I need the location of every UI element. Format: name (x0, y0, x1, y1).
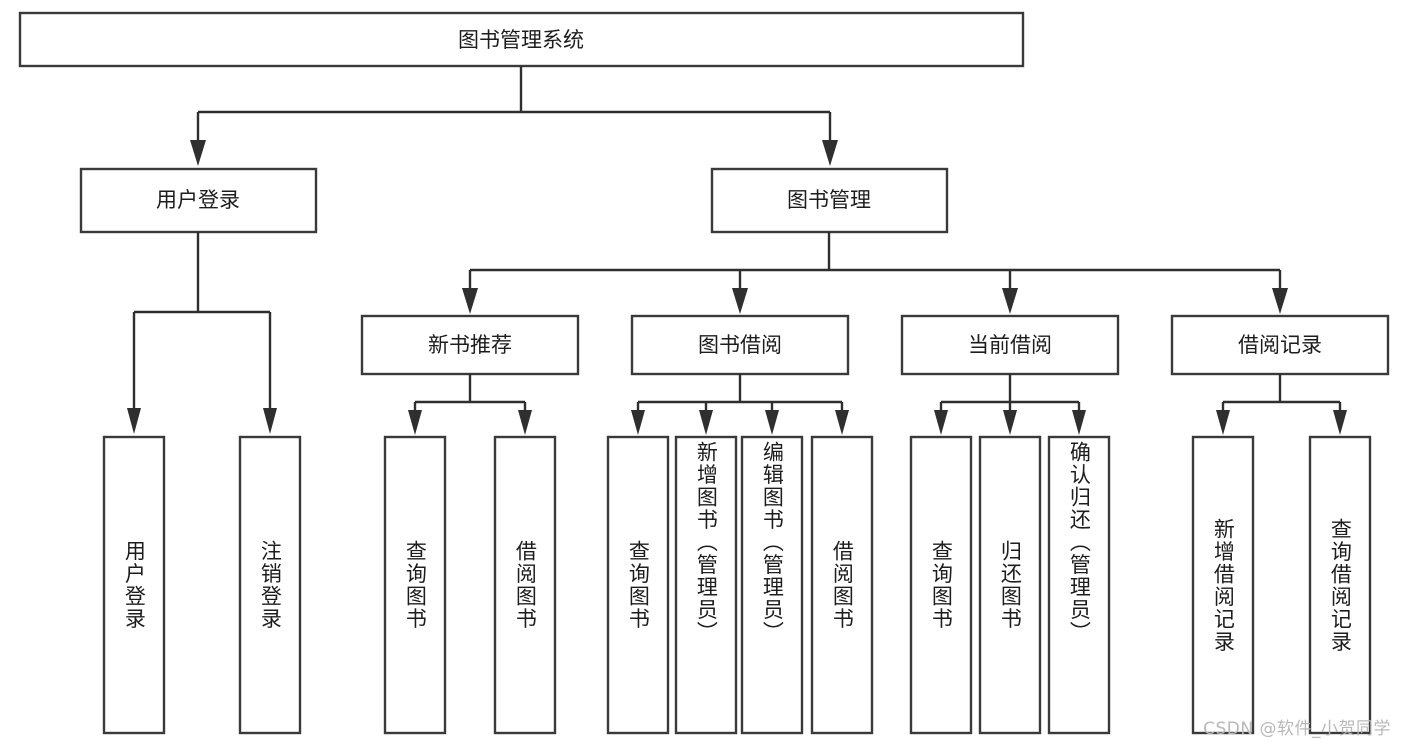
leaf-box-borrow-add[interactable] (674, 435, 738, 735)
node-user-login-label: 用户登录 (156, 188, 240, 212)
node-current-borrow-label: 当前借阅 (968, 333, 1052, 357)
node-current-borrow[interactable]: 当前借阅 (900, 314, 1120, 376)
node-book-management-label: 图书管理 (787, 188, 871, 212)
arrow-down-icon (462, 288, 478, 314)
leaf-box-newbook-borrow[interactable] (493, 435, 557, 735)
watermark: CSDN @软件_小贺同学 (1203, 719, 1391, 739)
node-root-box (18, 11, 1025, 68)
arrow-down-icon (822, 140, 838, 166)
node-root-label: 图书管理系统 (458, 28, 584, 52)
leaf-box-logout[interactable] (238, 435, 302, 735)
leaf-box-current-return[interactable] (978, 435, 1042, 735)
arrow-down-icon (263, 408, 277, 434)
arrow-down-icon (699, 410, 713, 435)
node-new-book-recommend-label: 新书推荐 (428, 333, 512, 357)
node-book-borrow-box (630, 314, 850, 376)
arrow-down-icon (1002, 288, 1018, 314)
node-book-borrow-label: 图书借阅 (698, 333, 782, 357)
leaf-box-user-login[interactable] (102, 435, 166, 735)
arrow-down-icon (1216, 410, 1230, 435)
arrow-down-icon (934, 410, 948, 435)
leaf-box-record-query[interactable] (1308, 435, 1372, 735)
leaf-box-current-query[interactable] (909, 435, 973, 735)
node-root[interactable]: 图书管理系统 (18, 11, 1025, 68)
arrow-down-icon (1072, 410, 1086, 435)
node-borrow-record-label: 借阅记录 (1238, 333, 1322, 357)
arrow-down-icon (1272, 288, 1288, 314)
arrow-down-icon (190, 140, 206, 166)
leaf-box-borrow-edit[interactable] (740, 435, 804, 735)
arrow-down-icon (1003, 410, 1017, 435)
arrow-down-icon (835, 410, 849, 435)
arrow-down-icon (765, 410, 779, 435)
node-book-management-box (710, 167, 949, 234)
leaf-box-borrow-borrow[interactable] (810, 435, 874, 735)
arrow-down-icon (631, 410, 645, 435)
node-current-borrow-box (900, 314, 1120, 376)
leaf-box-record-add[interactable] (1191, 435, 1255, 735)
node-new-book-recommend[interactable]: 新书推荐 (360, 314, 580, 376)
arrow-down-icon (518, 410, 532, 435)
node-new-book-recommend-box (360, 314, 580, 376)
node-borrow-record[interactable]: 借阅记录 (1170, 314, 1390, 376)
node-user-login[interactable]: 用户登录 (79, 167, 318, 234)
node-book-borrow[interactable]: 图书借阅 (630, 314, 850, 376)
node-borrow-record-box (1170, 314, 1390, 376)
arrow-down-icon (127, 408, 141, 434)
arrow-down-icon (1333, 410, 1347, 435)
arrow-down-icon (408, 410, 422, 435)
leaf-box-newbook-query[interactable] (383, 435, 447, 735)
arrow-down-icon (732, 288, 748, 314)
leaf-box-current-confirm[interactable] (1047, 435, 1111, 735)
leaf-box-borrow-query[interactable] (606, 435, 670, 735)
node-book-management[interactable]: 图书管理 (710, 167, 949, 234)
